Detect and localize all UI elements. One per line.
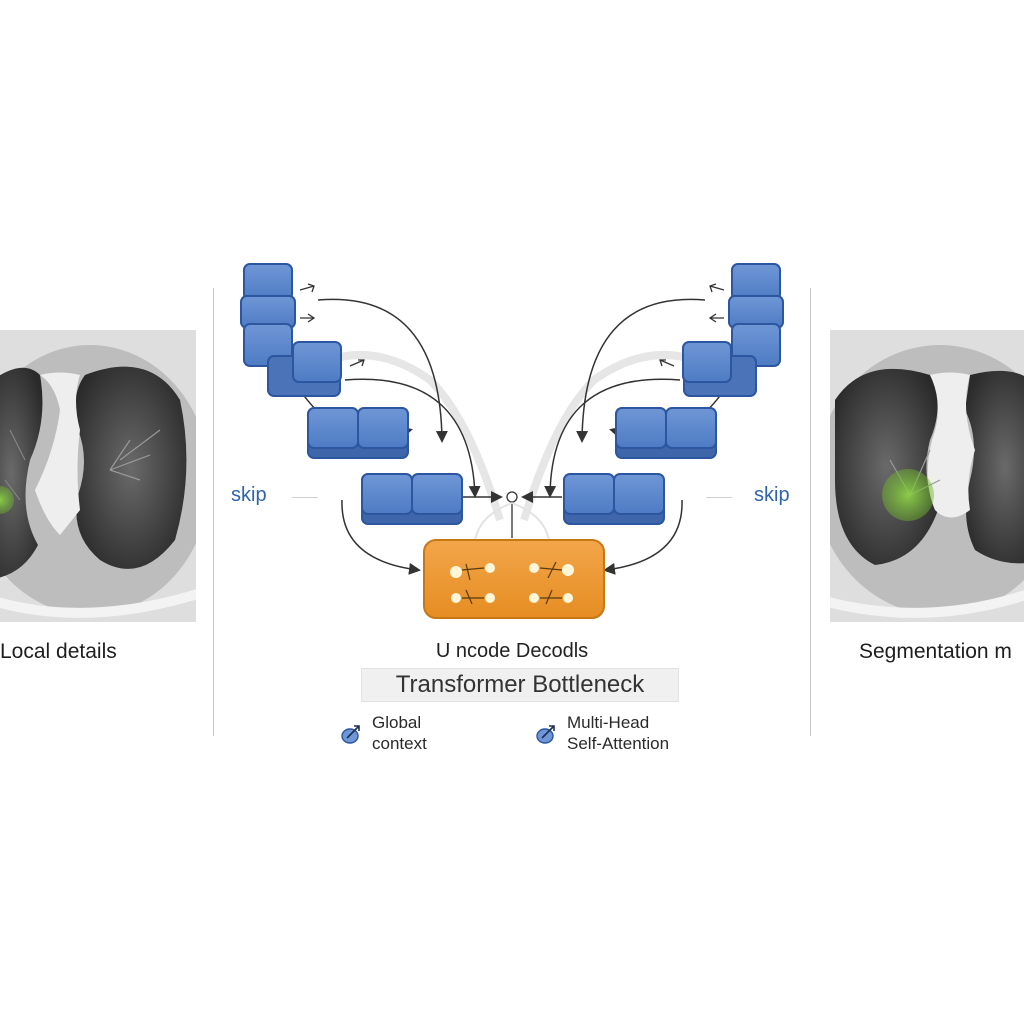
right-caption: Segmentation m <box>859 640 1012 663</box>
right-divider <box>810 288 811 736</box>
legend-line: Multi-Head <box>567 713 650 732</box>
decoder-blocks <box>563 263 784 525</box>
left-divider <box>213 288 214 736</box>
encoder-decoder-title: U ncode Decodls <box>435 640 589 662</box>
lesion-highlight <box>0 486 14 514</box>
skip-connection-arrow <box>576 298 706 443</box>
skip-connection-arrow <box>344 378 481 498</box>
left-caption: Local details <box>0 640 117 663</box>
skip-connection-arrow <box>603 499 683 575</box>
transformer-bottleneck-block <box>423 539 605 619</box>
skip-label-right: skip <box>754 484 790 506</box>
junction-node <box>506 491 518 503</box>
skip-rule-left <box>292 497 318 498</box>
legend-multi-head-attention: Multi-Head Self-Attention <box>535 712 669 754</box>
skip-connection-arrow <box>317 298 448 443</box>
segmentation-highlight <box>882 469 934 521</box>
vector-arrow-icon <box>536 725 555 744</box>
vector-arrow-icon <box>341 725 360 744</box>
output-segmentation-image <box>830 330 1024 622</box>
skip-connection-arrow <box>544 378 681 498</box>
legend-line: Self-Attention <box>567 734 670 753</box>
legend-line: Global <box>372 713 422 732</box>
skip-rule-right <box>706 497 732 498</box>
input-ct-image <box>0 330 196 622</box>
skip-label-left: skip <box>231 484 267 506</box>
encoder-blocks <box>240 263 463 525</box>
skip-connection-arrow <box>341 499 421 575</box>
legend-line: context <box>372 734 427 753</box>
bottleneck-label: Transformer Bottleneck <box>361 668 679 702</box>
legend-global-context: Global context <box>340 712 427 754</box>
